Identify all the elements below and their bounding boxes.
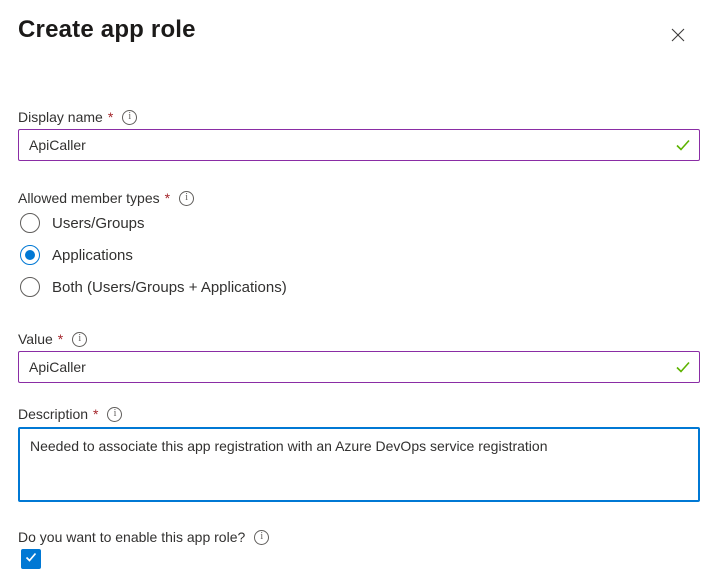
radio-users-groups[interactable]: Users/Groups: [18, 212, 700, 234]
enable-role-label-row: Do you want to enable this app role? i: [18, 527, 700, 547]
radio-applications-label: Applications: [52, 246, 133, 264]
description-label: Description: [18, 406, 89, 422]
page-title: Create app role: [18, 16, 196, 43]
radio-both-label: Both (Users/Groups + Applications): [52, 278, 287, 296]
info-icon[interactable]: i: [107, 406, 123, 422]
display-name-input-wrap: [18, 129, 700, 161]
value-label-row: Value * i: [18, 329, 700, 349]
value-field: Value * i: [18, 329, 700, 383]
required-asterisk: *: [107, 109, 114, 125]
radio-users-groups-label: Users/Groups: [52, 214, 145, 232]
close-icon: [670, 27, 686, 43]
required-asterisk: *: [164, 190, 171, 206]
display-name-field: Display name * i: [18, 107, 700, 161]
radio-icon: [20, 213, 40, 233]
enable-role-label: Do you want to enable this app role?: [18, 529, 246, 545]
radio-icon: [20, 277, 40, 297]
display-name-label: Display name: [18, 109, 103, 125]
allowed-member-types-label: Allowed member types: [18, 190, 160, 206]
checkmark-icon: [24, 550, 38, 569]
description-textarea[interactable]: Needed to associate this app registratio…: [18, 427, 700, 502]
radio-applications[interactable]: Applications: [18, 244, 700, 266]
value-label: Value: [18, 331, 53, 347]
panel-header: Create app role: [18, 14, 700, 46]
enable-role-field: Do you want to enable this app role? i: [18, 527, 700, 569]
enable-role-checkbox[interactable]: [21, 549, 41, 569]
value-input-wrap: [18, 351, 700, 383]
description-label-row: Description * i: [18, 404, 700, 424]
close-button[interactable]: [664, 21, 692, 49]
allowed-member-types-label-row: Allowed member types * i: [18, 188, 700, 208]
display-name-input[interactable]: [18, 129, 700, 161]
description-field: Description * i Needed to associate this…: [18, 404, 700, 502]
radio-selected-icon: [20, 245, 40, 265]
allowed-member-types-field: Allowed member types * i Users/Groups Ap…: [18, 188, 700, 298]
info-icon[interactable]: i: [72, 331, 88, 347]
info-icon[interactable]: i: [254, 529, 270, 545]
radio-both[interactable]: Both (Users/Groups + Applications): [18, 276, 700, 298]
required-asterisk: *: [57, 331, 64, 347]
required-asterisk: *: [93, 406, 99, 422]
info-icon[interactable]: i: [122, 109, 138, 125]
info-icon[interactable]: i: [179, 190, 195, 206]
value-input[interactable]: [18, 351, 700, 383]
app-role-form: Display name * i Allowed member types * …: [18, 107, 700, 569]
member-type-options: Users/Groups Applications Both (Users/Gr…: [18, 212, 700, 298]
display-name-label-row: Display name * i: [18, 107, 700, 127]
